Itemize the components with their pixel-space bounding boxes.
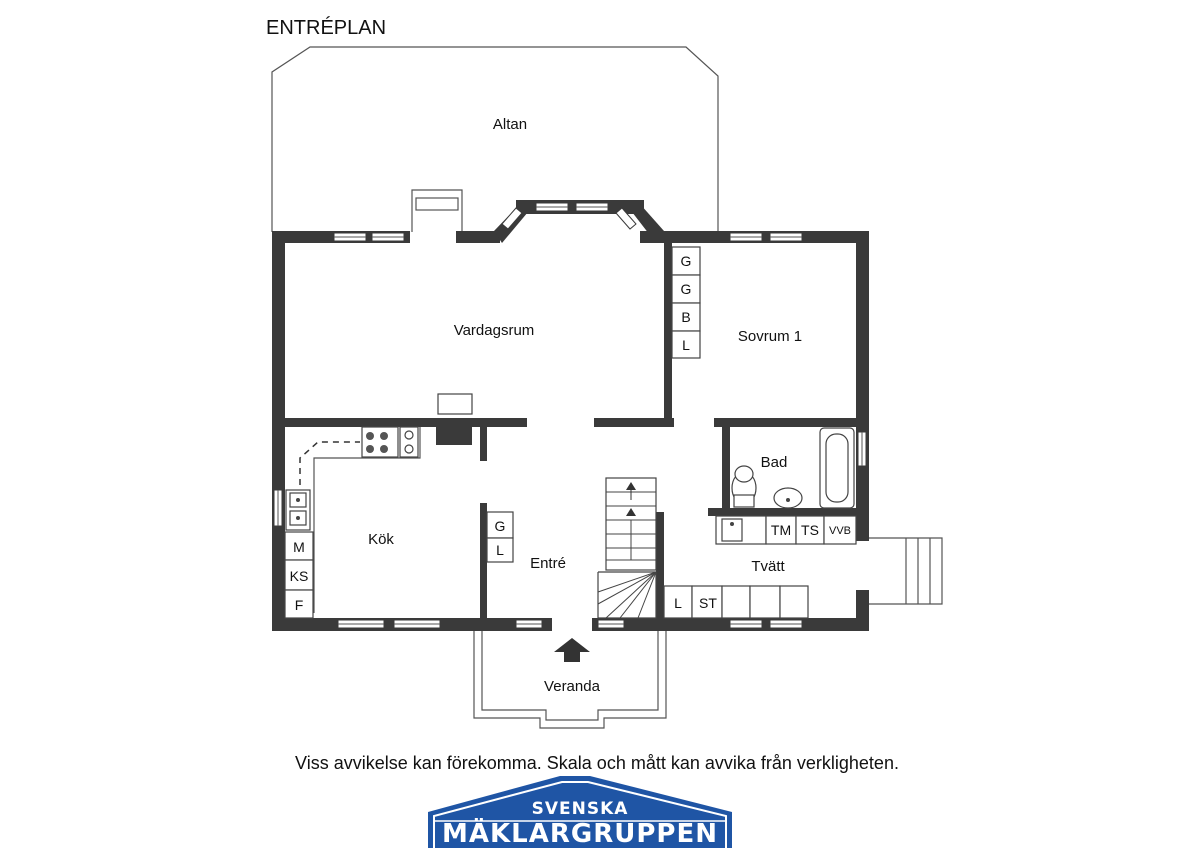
appliance-label: VVB: [829, 525, 851, 537]
room-label-kok: Kök: [368, 531, 394, 548]
stair-arrow-icon: [626, 482, 636, 490]
chimney-block: [436, 427, 472, 445]
tvatt-lower-closets: L ST: [663, 585, 809, 619]
closet-label: L: [496, 542, 504, 558]
chimney-outline: [411, 189, 463, 232]
altan-outline: [271, 46, 719, 232]
plan-title: ENTRÉPLAN: [266, 16, 386, 39]
closet-label: L: [682, 337, 690, 353]
closet-label: G: [681, 281, 692, 297]
veranda-outline: [473, 631, 667, 729]
tvatt-upper-fixtures: TM TS VVB: [715, 515, 857, 545]
closet-label: G: [495, 518, 506, 534]
room-label-veranda: Veranda: [544, 678, 601, 695]
disclaimer-text: Viss avvikelse kan förekomma. Skala och …: [295, 753, 899, 773]
room-label-vardagsrum: Vardagsrum: [454, 322, 535, 339]
fireplace-hearth: [437, 393, 473, 415]
closet-label: M: [293, 539, 305, 555]
logo-line2: MÄKLARGRUPPEN: [442, 817, 718, 848]
room-label-tvatt: Tvätt: [751, 558, 785, 575]
chimney-top: [415, 197, 459, 211]
room-label-entre: Entré: [530, 555, 566, 572]
closet-label: ST: [699, 595, 717, 611]
closet-label: G: [681, 253, 692, 269]
logo-line1: SVENSKA: [532, 799, 629, 819]
closet-label: B: [681, 309, 690, 325]
closet-label: F: [295, 597, 304, 613]
side-steps: [869, 537, 943, 605]
staircase: [597, 477, 657, 619]
kitchen-counter: [285, 426, 421, 613]
interior-walls: [285, 243, 856, 618]
appliance-label: TS: [801, 522, 819, 538]
room-label-bad: Bad: [761, 454, 788, 471]
bathroom-fixtures: [731, 427, 855, 509]
sovrum-closets: G G B L: [671, 246, 701, 359]
company-logo: SVENSKA MÄKLARGRUPPEN: [428, 776, 732, 848]
closet-label: L: [674, 595, 682, 611]
entrance-arrow-icon: [554, 638, 590, 662]
stair-arrow-icon: [626, 508, 636, 516]
room-label-altan: Altan: [493, 116, 527, 133]
entre-closets: G L: [486, 511, 514, 563]
kitchen-closets: M KS F: [284, 531, 314, 619]
stove: [361, 426, 399, 458]
windows: [273, 202, 867, 629]
room-label-sovrum: Sovrum 1: [738, 328, 802, 345]
appliance-label: TM: [771, 522, 791, 538]
closet-label: KS: [290, 568, 309, 584]
